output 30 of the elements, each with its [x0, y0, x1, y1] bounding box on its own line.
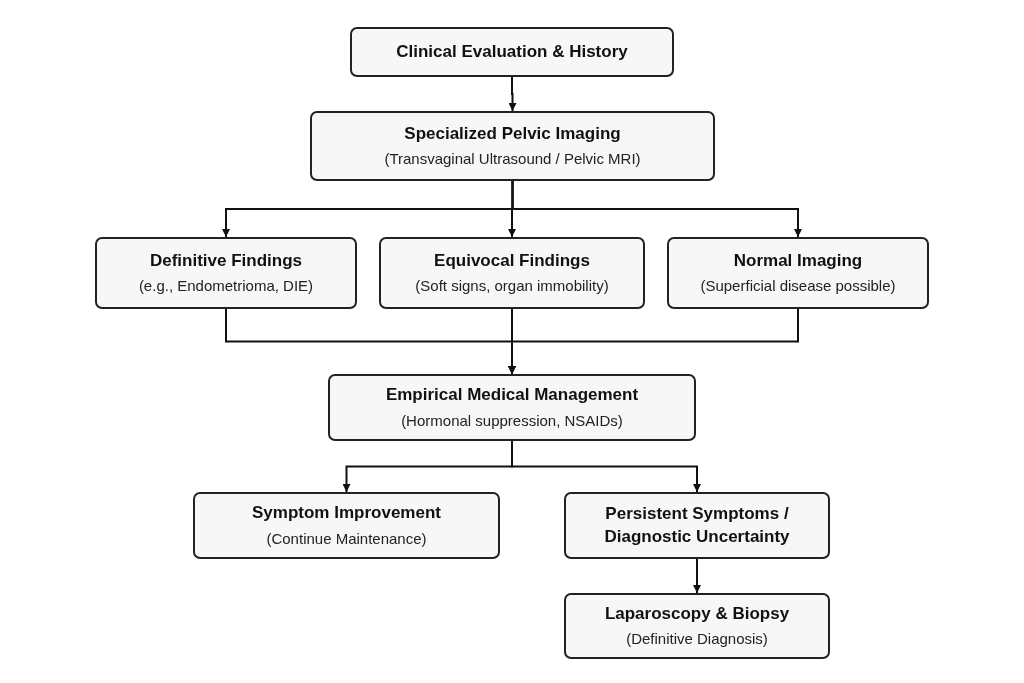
node-title: Normal Imaging — [733, 249, 863, 272]
process-box — [95, 237, 357, 309]
process-box — [310, 111, 715, 181]
node-subtitle: (Hormonal suppression, NSAIDs) — [401, 410, 623, 431]
process-box — [350, 27, 674, 77]
node-subtitle: (Transvaginal Ultrasound / Pelvic MRI) — [384, 149, 641, 170]
node-title: Empirical Medical Management — [385, 384, 639, 407]
process-box — [564, 593, 830, 659]
node-subtitle: (Superficial disease possible) — [700, 276, 896, 297]
process-box — [328, 374, 696, 441]
node-title: Specialized Pelvic Imaging — [404, 122, 621, 145]
process-box — [667, 237, 929, 309]
arrow — [511, 180, 802, 238]
node-title: Laparoscopy & Biopsy — [604, 602, 790, 625]
process-box — [564, 492, 830, 559]
node-title: Equivocal Findings — [434, 249, 590, 272]
arrow — [508, 308, 799, 375]
process-box — [193, 492, 500, 559]
node-title: Definitive Findings — [149, 249, 303, 272]
node-title: Clinical Evaluation & History — [396, 40, 628, 63]
arrow — [693, 558, 701, 594]
process-box — [379, 237, 645, 309]
node-title: Symptom Improvement — [252, 502, 441, 525]
node-title: Persistent Symptoms / Diagnostic Uncertainty — [603, 502, 791, 548]
arrow — [511, 440, 701, 493]
node-subtitle: (Definitive Diagnosis) — [626, 629, 768, 650]
node-subtitle: (Soft signs, organ immobility) — [415, 276, 609, 297]
arrow — [508, 76, 517, 112]
node-subtitle: (Continue Maintenance) — [266, 528, 427, 549]
node-subtitle: (e.g., Endometrioma, DIE) — [138, 276, 314, 297]
